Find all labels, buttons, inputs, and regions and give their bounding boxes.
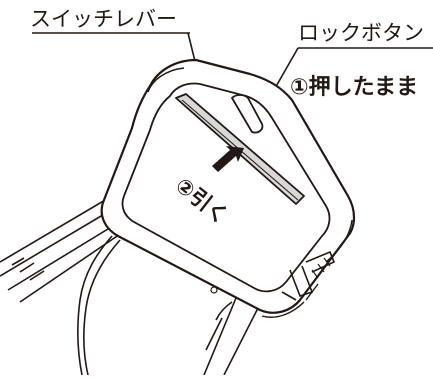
switch-lever-label: スイッチレバー bbox=[30, 7, 177, 31]
frame-details bbox=[210, 257, 331, 294]
lock-button-label: ロックボタン bbox=[298, 21, 424, 45]
pull-arrow-icon bbox=[212, 146, 244, 172]
handle-bars-left bbox=[0, 195, 143, 303]
lock-button bbox=[230, 94, 264, 134]
cable bbox=[77, 235, 121, 376]
handle-shaft bbox=[203, 250, 336, 376]
step1-label: ①押したまま bbox=[290, 74, 418, 100]
handle-frame-inner bbox=[121, 82, 331, 293]
